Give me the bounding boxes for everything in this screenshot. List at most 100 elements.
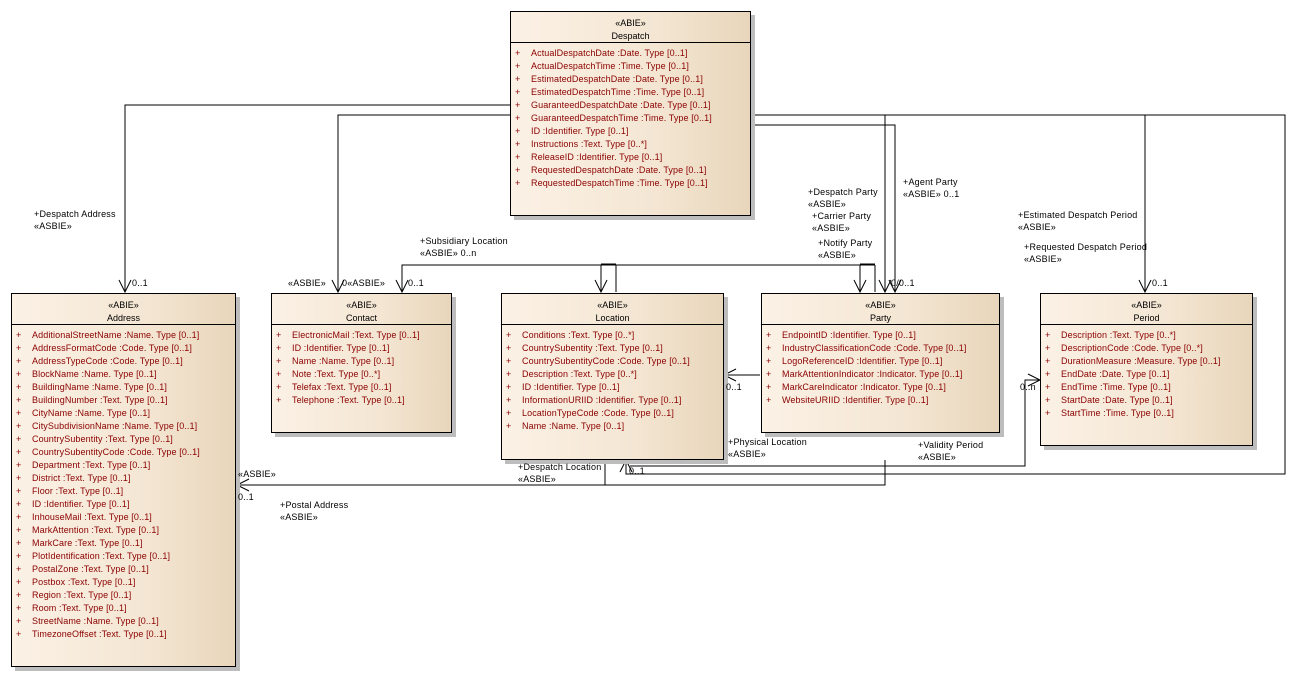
class-party[interactable]: «ABIE» Party +EndpointID :Identifier. Ty… <box>761 293 1000 433</box>
class-name: Despatch <box>611 31 650 41</box>
attribute[interactable]: +DurationMeasure :Measure. Type [0..1] <box>1045 356 1221 366</box>
attribute[interactable]: +EndDate :Date. Type [0..1] <box>1045 369 1170 379</box>
attribute[interactable]: +Description :Text. Type [0..*] <box>1045 330 1176 340</box>
arrowhead-party-b <box>878 279 892 294</box>
attribute[interactable]: +EndpointID :Identifier. Type [0..1] <box>766 330 916 340</box>
arrowhead-contact-b <box>395 279 409 294</box>
attribute[interactable]: +EndTime :Time. Type [0..1] <box>1045 382 1171 392</box>
attribute[interactable]: +ID :Identifier. Type [0..1] <box>276 343 390 353</box>
attribute[interactable]: +Telefax :Text. Type [0..1] <box>276 382 392 392</box>
attribute[interactable]: +Name :Name. Type [0..1] <box>276 356 395 366</box>
attribute[interactable]: +GuaranteedDespatchDate :Date. Type [0..… <box>515 100 711 110</box>
attribute-list: +ElectronicMail :Text. Type [0..1] +ID :… <box>272 325 451 407</box>
attribute[interactable]: +MarkAttention :Text. Type [0..1] <box>16 525 160 535</box>
label-carrier-party: +Carrier Party «ASBIE» <box>812 211 872 233</box>
attribute[interactable]: +ElectronicMail :Text. Type [0..1] <box>276 330 420 340</box>
attribute[interactable]: +District :Text. Type [0..1] <box>16 473 131 483</box>
label-agent-party: +Agent Party «ASBIE» 0..1 <box>903 177 960 199</box>
attribute[interactable]: +ID :Identifier. Type [0..1] <box>506 382 620 392</box>
class-header: «ABIE» Party <box>762 294 999 325</box>
attribute[interactable]: +Region :Text. Type [0..1] <box>16 590 132 600</box>
attribute[interactable]: +ID :Identifier. Type [0..1] <box>16 499 130 509</box>
attribute[interactable]: +TimezoneOffset :Text. Type [0..1] <box>16 629 167 639</box>
attribute[interactable]: +BuildingNumber :Text. Type [0..1] <box>16 395 168 405</box>
attribute[interactable]: +MarkCare :Text. Type [0..1] <box>16 538 143 548</box>
label-postal-address-asbie: «ASBIE» <box>238 469 276 479</box>
attribute[interactable]: +BlockName :Name. Type [0..1] <box>16 369 157 379</box>
arrowhead-contact-a <box>331 279 345 294</box>
class-name: Location <box>595 313 630 323</box>
stereotype: «ABIE» <box>865 300 896 310</box>
attribute[interactable]: +CitySubdivisionName :Name. Type [0..1] <box>16 421 198 431</box>
attribute[interactable]: +CountrySubentity :Text. Type [0..1] <box>16 434 173 444</box>
attribute[interactable]: +Department :Text. Type [0..1] <box>16 460 151 470</box>
attribute[interactable]: +Name :Name. Type [0..1] <box>506 421 625 431</box>
arrowhead-address <box>118 279 132 294</box>
attribute[interactable]: +Room :Text. Type [0..1] <box>16 603 127 613</box>
attribute[interactable]: +ID :Identifier. Type [0..1] <box>515 126 629 136</box>
attribute[interactable]: +Postbox :Text. Type [0..1] <box>16 577 136 587</box>
attribute[interactable]: +ReleaseID :Identifier. Type [0..1] <box>515 152 663 162</box>
attribute[interactable]: +ActualDespatchDate :Date. Type [0..1] <box>515 48 688 58</box>
attribute[interactable]: +CountrySubentityCode :Code. Type [0..1] <box>16 447 200 457</box>
class-address[interactable]: «ABIE» Address +AdditionalStreetName :Na… <box>11 293 236 667</box>
mult-despatch-location: 0..1 <box>629 466 645 476</box>
attribute[interactable]: +Conditions :Text. Type [0..*] <box>506 330 635 340</box>
attribute[interactable]: +LocationTypeCode :Code. Type [0..1] <box>506 408 674 418</box>
arrowhead-period <box>1138 279 1152 294</box>
attribute-list: +ActualDespatchDate :Date. Type [0..1] +… <box>511 43 750 190</box>
attribute[interactable]: +AddressTypeCode :Code. Type [0..1] <box>16 356 183 366</box>
arrowhead-location <box>594 279 608 294</box>
attribute[interactable]: +Note :Text. Type [0..*] <box>276 369 381 379</box>
attribute[interactable]: +StreetName :Name. Type [0..1] <box>16 616 159 626</box>
arrowhead-party-c <box>888 279 902 294</box>
attribute[interactable]: +CountrySubentity :Text. Type [0..1] <box>506 343 663 353</box>
attribute[interactable]: +StartDate :Date. Type [0..1] <box>1045 395 1173 405</box>
attribute[interactable]: +StartTime :Time. Type [0..1] <box>1045 408 1175 418</box>
class-contact[interactable]: «ABIE» Contact +ElectronicMail :Text. Ty… <box>271 293 452 433</box>
attribute[interactable]: +PostalZone :Text. Type [0..1] <box>16 564 149 574</box>
attribute[interactable]: +IndustryClassificationCode :Code. Type … <box>766 343 967 353</box>
label-subsidiary-location: +Subsidiary Location «ASBIE» 0..n <box>420 236 508 258</box>
mult-contact-a: 0«ASBIE» <box>342 278 386 288</box>
attribute[interactable]: +Telephone :Text. Type [0..1] <box>276 395 405 405</box>
class-header: «ABIE» Contact <box>272 294 451 325</box>
attribute[interactable]: +PlotIdentification :Text. Type [0..1] <box>16 551 171 561</box>
attribute-list: +EndpointID :Identifier. Type [0..1] +In… <box>762 325 999 407</box>
attribute[interactable]: +ActualDespatchTime :Time. Type [0..1] <box>515 61 689 71</box>
attribute[interactable]: +CityName :Name. Type [0..1] <box>16 408 151 418</box>
attribute[interactable]: +Description :Text. Type [0..*] <box>506 369 637 379</box>
attribute[interactable]: +DescriptionCode :Code. Type [0..*] <box>1045 343 1203 353</box>
attribute[interactable]: +RequestedDespatchTime :Time. Type [0..1… <box>515 178 708 188</box>
label-despatch-party: +Despatch Party «ASBIE» <box>808 187 878 209</box>
attribute[interactable]: +GuaranteedDespatchTime :Time. Type [0..… <box>515 113 712 123</box>
class-header: «ABIE» Address <box>12 294 235 325</box>
connector-agent-party <box>750 124 896 292</box>
attribute[interactable]: +InformationURIID :Identifier. Type [0..… <box>506 395 682 405</box>
attribute[interactable]: +RequestedDespatchDate :Date. Type [0..1… <box>515 165 707 175</box>
class-name: Contact <box>345 313 378 323</box>
attribute[interactable]: +WebsiteURIID :Identifier. Type [0..1] <box>766 395 929 405</box>
attribute[interactable]: +Instructions :Text. Type [0..*] <box>515 139 647 149</box>
attribute[interactable]: +BuildingName :Name. Type [0..1] <box>16 382 168 392</box>
attribute[interactable]: +CountrySubentityCode :Code. Type [0..1] <box>506 356 690 366</box>
mult-contact-b: 0..1 <box>408 278 424 288</box>
attribute[interactable]: +MarkCareIndicator :Indicator. Type [0..… <box>766 382 947 392</box>
attribute[interactable]: +LogoReferenceID :Identifier. Type [0..1… <box>766 356 943 366</box>
attribute[interactable]: +EstimatedDespatchDate :Date. Type [0..1… <box>515 74 703 84</box>
class-period[interactable]: «ABIE» Period +Description :Text. Type [… <box>1040 293 1253 446</box>
connector-validity-period <box>630 379 1040 467</box>
class-name: Party <box>869 313 891 323</box>
attribute[interactable]: +AddressFormatCode :Code. Type [0..1] <box>16 343 193 353</box>
mult-party: 0/0..1 <box>891 278 915 288</box>
attribute[interactable]: +MarkAttentionIndicator :Indicator. Type… <box>766 369 963 379</box>
connector-despatch-contact <box>337 114 510 292</box>
attribute[interactable]: +InhouseMail :Text. Type [0..1] <box>16 512 152 522</box>
class-header: «ABIE» Location <box>502 294 723 325</box>
class-despatch[interactable]: «ABIE» Despatch +ActualDespatchDate :Dat… <box>510 11 751 216</box>
attribute[interactable]: +AdditionalStreetName :Name. Type [0..1] <box>16 330 200 340</box>
attribute[interactable]: +EstimatedDespatchTime :Time. Type [0..1… <box>515 87 705 97</box>
attribute[interactable]: +Floor :Text. Type [0..1] <box>16 486 124 496</box>
class-location[interactable]: «ABIE» Location +Conditions :Text. Type … <box>501 293 724 460</box>
